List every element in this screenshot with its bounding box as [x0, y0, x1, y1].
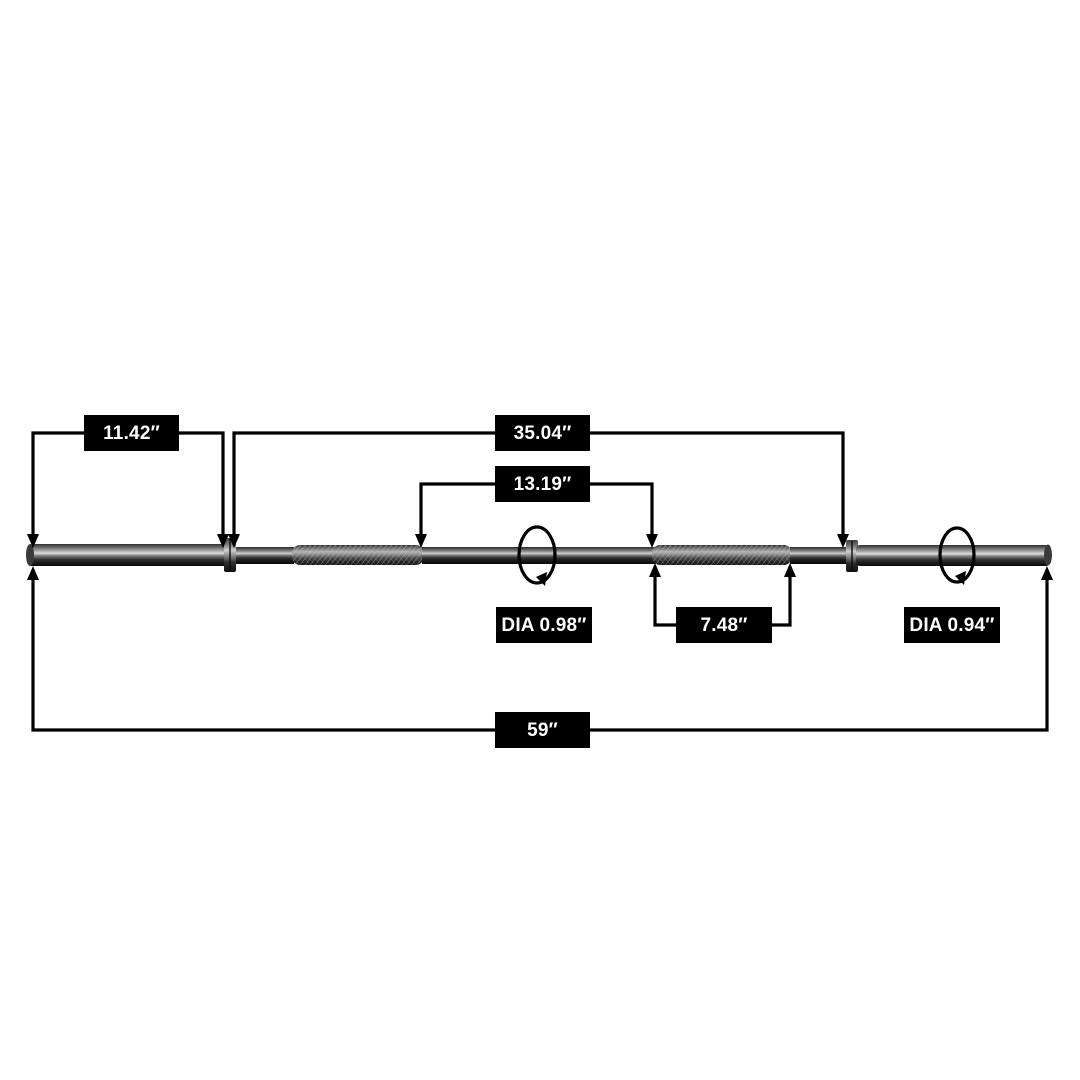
barbell-center-knurl	[652, 545, 792, 565]
dimension-leader-center-knurl-span	[415, 482, 658, 548]
sleeve-diameter-circle-indicator	[938, 526, 976, 585]
barbell-left-end-cap	[26, 544, 34, 566]
barbell-shaft-left	[236, 547, 294, 564]
dimension-label-grip-span: 35.04″	[495, 415, 590, 451]
dimension-leader-knurl-width	[649, 563, 796, 627]
barbell-illustration	[26, 525, 1052, 586]
dimension-label-sleeve-diameter: DIA 0.94″	[904, 607, 1000, 643]
barbell-left-sleeve	[28, 544, 228, 566]
barbell-left-knurl	[292, 545, 424, 565]
dimension-label-center-knurl-span: 13.19″	[495, 466, 590, 502]
dimension-label-sleeve-length: 11.42″	[84, 415, 179, 451]
dimension-leader-sleeve-length	[27, 431, 229, 548]
dimension-leader-grip-span	[228, 431, 849, 548]
dimension-label-overall-length: 59″	[495, 712, 590, 748]
barbell-shaft-mid-left	[422, 547, 656, 564]
barbell-right-sleeve	[856, 545, 1050, 566]
dimension-label-shaft-diameter: DIA 0.98″	[496, 607, 592, 643]
shaft-diameter-circle-indicator	[517, 525, 557, 586]
barbell-shaft-mid-right	[790, 547, 850, 564]
dimension-label-knurl-width: 7.48″	[676, 607, 772, 643]
dimension-leader-overall-length	[27, 566, 1053, 732]
barbell-right-end-cap	[1044, 544, 1052, 566]
